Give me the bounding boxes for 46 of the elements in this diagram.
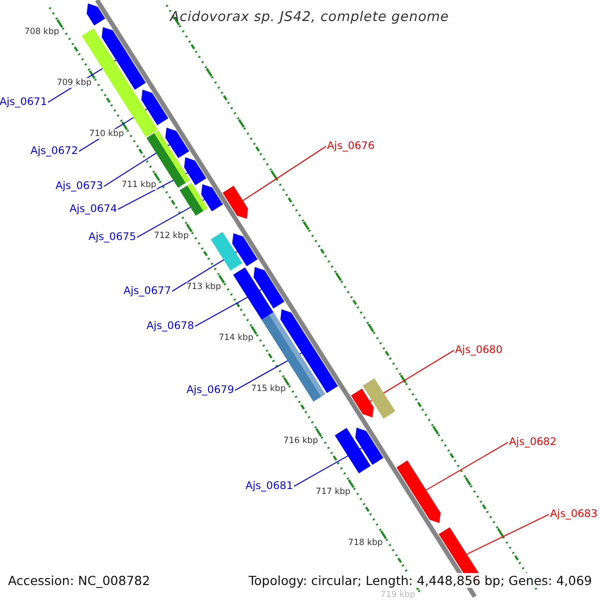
gene-label: Ajs_0681 xyxy=(245,480,293,493)
scale-label: 719 kbp xyxy=(380,590,416,600)
gene-label: Ajs_0678 xyxy=(146,320,194,333)
gene-feature xyxy=(86,3,106,26)
gene-label: Ajs_0675 xyxy=(88,231,136,244)
scale-label: 717 kbp xyxy=(316,486,350,497)
gene-label: Ajs_0680 xyxy=(455,344,503,357)
leader-line xyxy=(370,350,454,402)
gene-feature xyxy=(165,128,190,158)
gene-label: Ajs_0674 xyxy=(69,203,117,216)
leader-line xyxy=(466,514,550,555)
gene-feature xyxy=(141,90,168,126)
feature-bar xyxy=(210,232,242,271)
scale-label: 713 kbp xyxy=(186,282,221,292)
scale-label: 716 kbp xyxy=(283,435,318,446)
gene-label: Ajs_0683 xyxy=(550,508,598,521)
gene-feature xyxy=(254,267,284,308)
leader-line xyxy=(426,442,508,490)
feature-bar xyxy=(362,378,396,419)
scale-label: 710 kbp xyxy=(89,128,124,139)
gene-feature xyxy=(232,233,258,266)
gene-feature xyxy=(201,184,223,212)
scale-label: 708 kbp xyxy=(24,26,60,37)
feature-bar xyxy=(334,428,371,474)
gene-label: Ajs_0672 xyxy=(30,145,78,158)
gene-label: Ajs_0679 xyxy=(186,384,234,397)
gene-feature xyxy=(355,428,384,465)
gene-feature xyxy=(222,186,248,219)
gene-feature xyxy=(351,388,374,418)
title: Acidovorax sp. JS42, complete genome xyxy=(170,9,449,26)
scale-label: 714 kbp xyxy=(218,333,254,344)
gene-label: Ajs_0677 xyxy=(123,285,171,298)
gene-feature xyxy=(184,157,206,186)
gene-label: Ajs_0673 xyxy=(55,180,103,193)
gene-label: Ajs_0676 xyxy=(327,140,375,153)
scale-label: 711 kbp xyxy=(122,180,156,190)
leader-line xyxy=(242,146,326,202)
gene-feature xyxy=(102,27,146,90)
scale-label: 715 kbp xyxy=(251,384,286,394)
gene-feature xyxy=(396,460,441,523)
accession-text: Accession: NC_008782 xyxy=(8,573,150,588)
scale-label: 709 kbp xyxy=(56,78,92,88)
scale-label: 712 kbp xyxy=(154,230,189,242)
gene-label: Ajs_0682 xyxy=(509,436,557,449)
scale-label: 718 kbp xyxy=(348,538,383,548)
genome-stats-text: Topology: circular; Length: 4,448,856 bp; Genes: 4,069 xyxy=(248,573,592,588)
